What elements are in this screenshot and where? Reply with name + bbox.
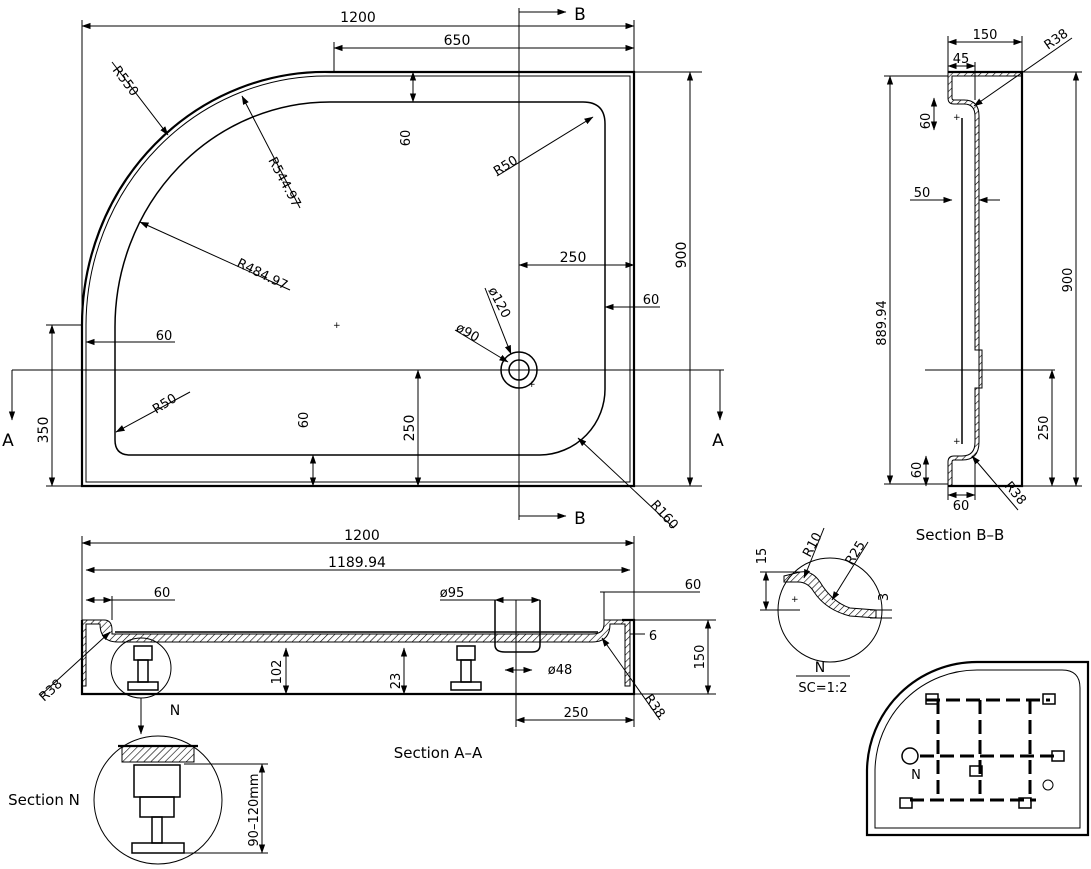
- bb-base-dim: 60: [953, 499, 970, 514]
- section-bb-title: Section B–B: [916, 526, 1005, 544]
- plan-r550-label: R550: [109, 63, 141, 99]
- underside-n-marker: N: [911, 768, 921, 783]
- plan-r50-left-label: R50: [150, 391, 180, 417]
- plan-view: + + 1200 650 900 350 R550 R544.97 R484.9…: [2, 5, 724, 533]
- plan-r544-label: R544.97: [264, 155, 303, 210]
- aa-width-dim: 1200: [344, 528, 380, 544]
- plan-top-straight-dim: 650: [444, 33, 471, 49]
- aa-rim-right-dim: 60: [685, 578, 702, 593]
- bb-height-dim: 900: [1061, 268, 1076, 293]
- bb-r38-bottom-label: R38: [1001, 479, 1029, 508]
- plan-rim-left-dim: 60: [156, 329, 173, 344]
- detail-n-h3-dim: 3: [877, 593, 892, 601]
- section-b-bottom-marker: B: [574, 509, 586, 529]
- detail-n-h15-dim: 15: [755, 548, 770, 565]
- plan-r50-top-label: R50: [491, 153, 521, 179]
- plan-waste-y-dim: 250: [402, 415, 418, 442]
- bb-rim-top-dim: 60: [919, 113, 934, 130]
- plan-rim-top-dim: 60: [399, 130, 414, 147]
- bb-wall-dim: 50: [914, 186, 931, 201]
- bb-waste-offset-dim: 250: [1037, 416, 1052, 441]
- plan-d120-label: ø120: [484, 285, 513, 321]
- plan-r484-label: R484.97: [234, 256, 290, 293]
- detail-n-r25-label: R25: [843, 538, 869, 568]
- plan-rim-right-dim: 60: [643, 293, 660, 308]
- svg-text:+: +: [528, 380, 536, 390]
- aa-rim-left-dim: 60: [154, 586, 171, 601]
- section-n-view: 90–120mm Section N: [8, 735, 268, 865]
- plan-rim-bottom-dim: 60: [297, 412, 312, 429]
- adjustable-foot-right: [450, 645, 482, 691]
- section-b-top-marker: B: [574, 5, 586, 25]
- svg-text:+: +: [791, 595, 799, 605]
- aa-under-height-dim: 102: [270, 660, 285, 685]
- svg-text:+: +: [953, 113, 961, 123]
- aa-r38-right-label: R38: [641, 692, 668, 722]
- plan-left-straight-dim: 350: [36, 417, 52, 444]
- plan-r160-label: R160: [647, 498, 681, 533]
- section-n-range-dim: 90–120mm: [247, 773, 262, 846]
- aa-height-dim: 150: [693, 645, 708, 670]
- detail-n-label: N: [815, 660, 825, 676]
- detail-n-view: + 15 R10 R25 3 N SC=1:2: [755, 527, 892, 696]
- aa-foot-height-dim: 23: [389, 673, 404, 690]
- aa-r38-left-label: R38: [37, 677, 66, 705]
- aa-thickness-dim: 6: [649, 629, 657, 644]
- aa-d48-label: ø48: [548, 663, 573, 678]
- svg-text:+: +: [333, 321, 341, 331]
- plan-waste-x-dim: 250: [560, 250, 587, 266]
- plan-height-dim: 900: [674, 242, 690, 269]
- aa-waste-offset-dim: 250: [564, 706, 589, 721]
- section-a-left-marker: A: [2, 431, 14, 451]
- bb-step-dim: 45: [953, 52, 970, 67]
- section-aa-view: N 1200 1189.94 60 60 ø95 ø48 150 6 102 2…: [37, 528, 716, 762]
- plan-width-dim: 1200: [340, 10, 376, 26]
- adjustable-foot-left: [127, 645, 159, 691]
- bb-inner-height-dim: 889.94: [875, 300, 890, 346]
- aa-inner-width-dim: 1189.94: [328, 555, 386, 571]
- plan-d90-label: ø90: [453, 320, 482, 345]
- detail-n-scale: SC=1:2: [798, 681, 847, 696]
- section-aa-title: Section A–A: [394, 744, 483, 762]
- svg-text:+: +: [953, 437, 961, 447]
- bb-rim-bottom-dim: 60: [910, 462, 925, 479]
- section-bb-view: + + 150 45 R38 60 50 889.94 900 250 60 6…: [875, 26, 1082, 544]
- section-a-right-marker: A: [712, 431, 724, 451]
- aa-d95-label: ø95: [440, 586, 465, 601]
- bb-width-dim: 150: [973, 28, 998, 43]
- section-n-title: Section N: [8, 791, 80, 809]
- underside-view: N: [865, 660, 1090, 837]
- detail-n-marker-aa: N: [170, 703, 180, 719]
